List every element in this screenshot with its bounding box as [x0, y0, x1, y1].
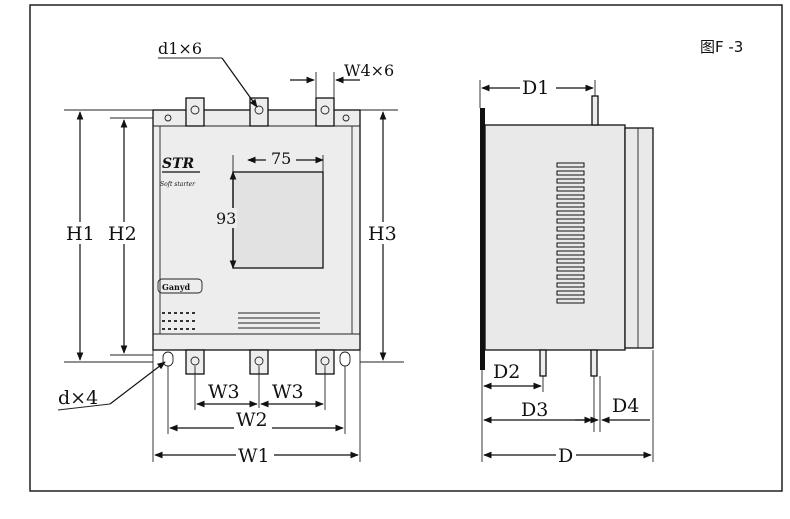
keypad-dots: [162, 312, 195, 330]
brand-tagline: Soft starter: [160, 181, 196, 188]
dim-w3-left: W3: [208, 381, 240, 403]
side-mounting-plate: [480, 108, 485, 370]
side-heatsink: [624, 127, 654, 349]
figure-label: 图F -3: [700, 38, 743, 56]
dim-side-d: D: [558, 445, 573, 467]
dim-w4: W4×6: [344, 61, 394, 80]
side-view: D1 D2 D3 D4 D: [479, 76, 654, 467]
display-window: [232, 171, 324, 269]
dim-side-d2: D2: [493, 361, 520, 383]
front-vent: [238, 312, 320, 329]
dim-side-d4: D4: [612, 395, 639, 417]
dim-window-width: 75: [271, 149, 291, 168]
dim-h1: H1: [66, 223, 95, 245]
side-vent: [556, 162, 585, 304]
dim-h3: H3: [368, 223, 397, 245]
bottom-terminals: [185, 349, 335, 375]
dim-side-d1: D1: [522, 77, 549, 99]
brand-badge: Ganyd: [162, 282, 190, 292]
side-body: [484, 124, 626, 351]
dim-h2: H2: [108, 223, 137, 245]
dim-side-d3: D3: [521, 399, 548, 421]
dim-d1: d1×6: [158, 39, 202, 58]
figure-frame: [29, 4, 783, 492]
dim-d-holes: d×4: [58, 387, 98, 409]
front-view: STR Soft starter Ganyd 75 93: [57, 39, 404, 467]
dim-w2: W2: [236, 409, 268, 431]
dim-w1: W1: [238, 445, 270, 467]
dim-window-height: 93: [216, 209, 236, 228]
brand-logo: STR: [162, 156, 194, 172]
dim-w3-right: W3: [272, 381, 304, 403]
